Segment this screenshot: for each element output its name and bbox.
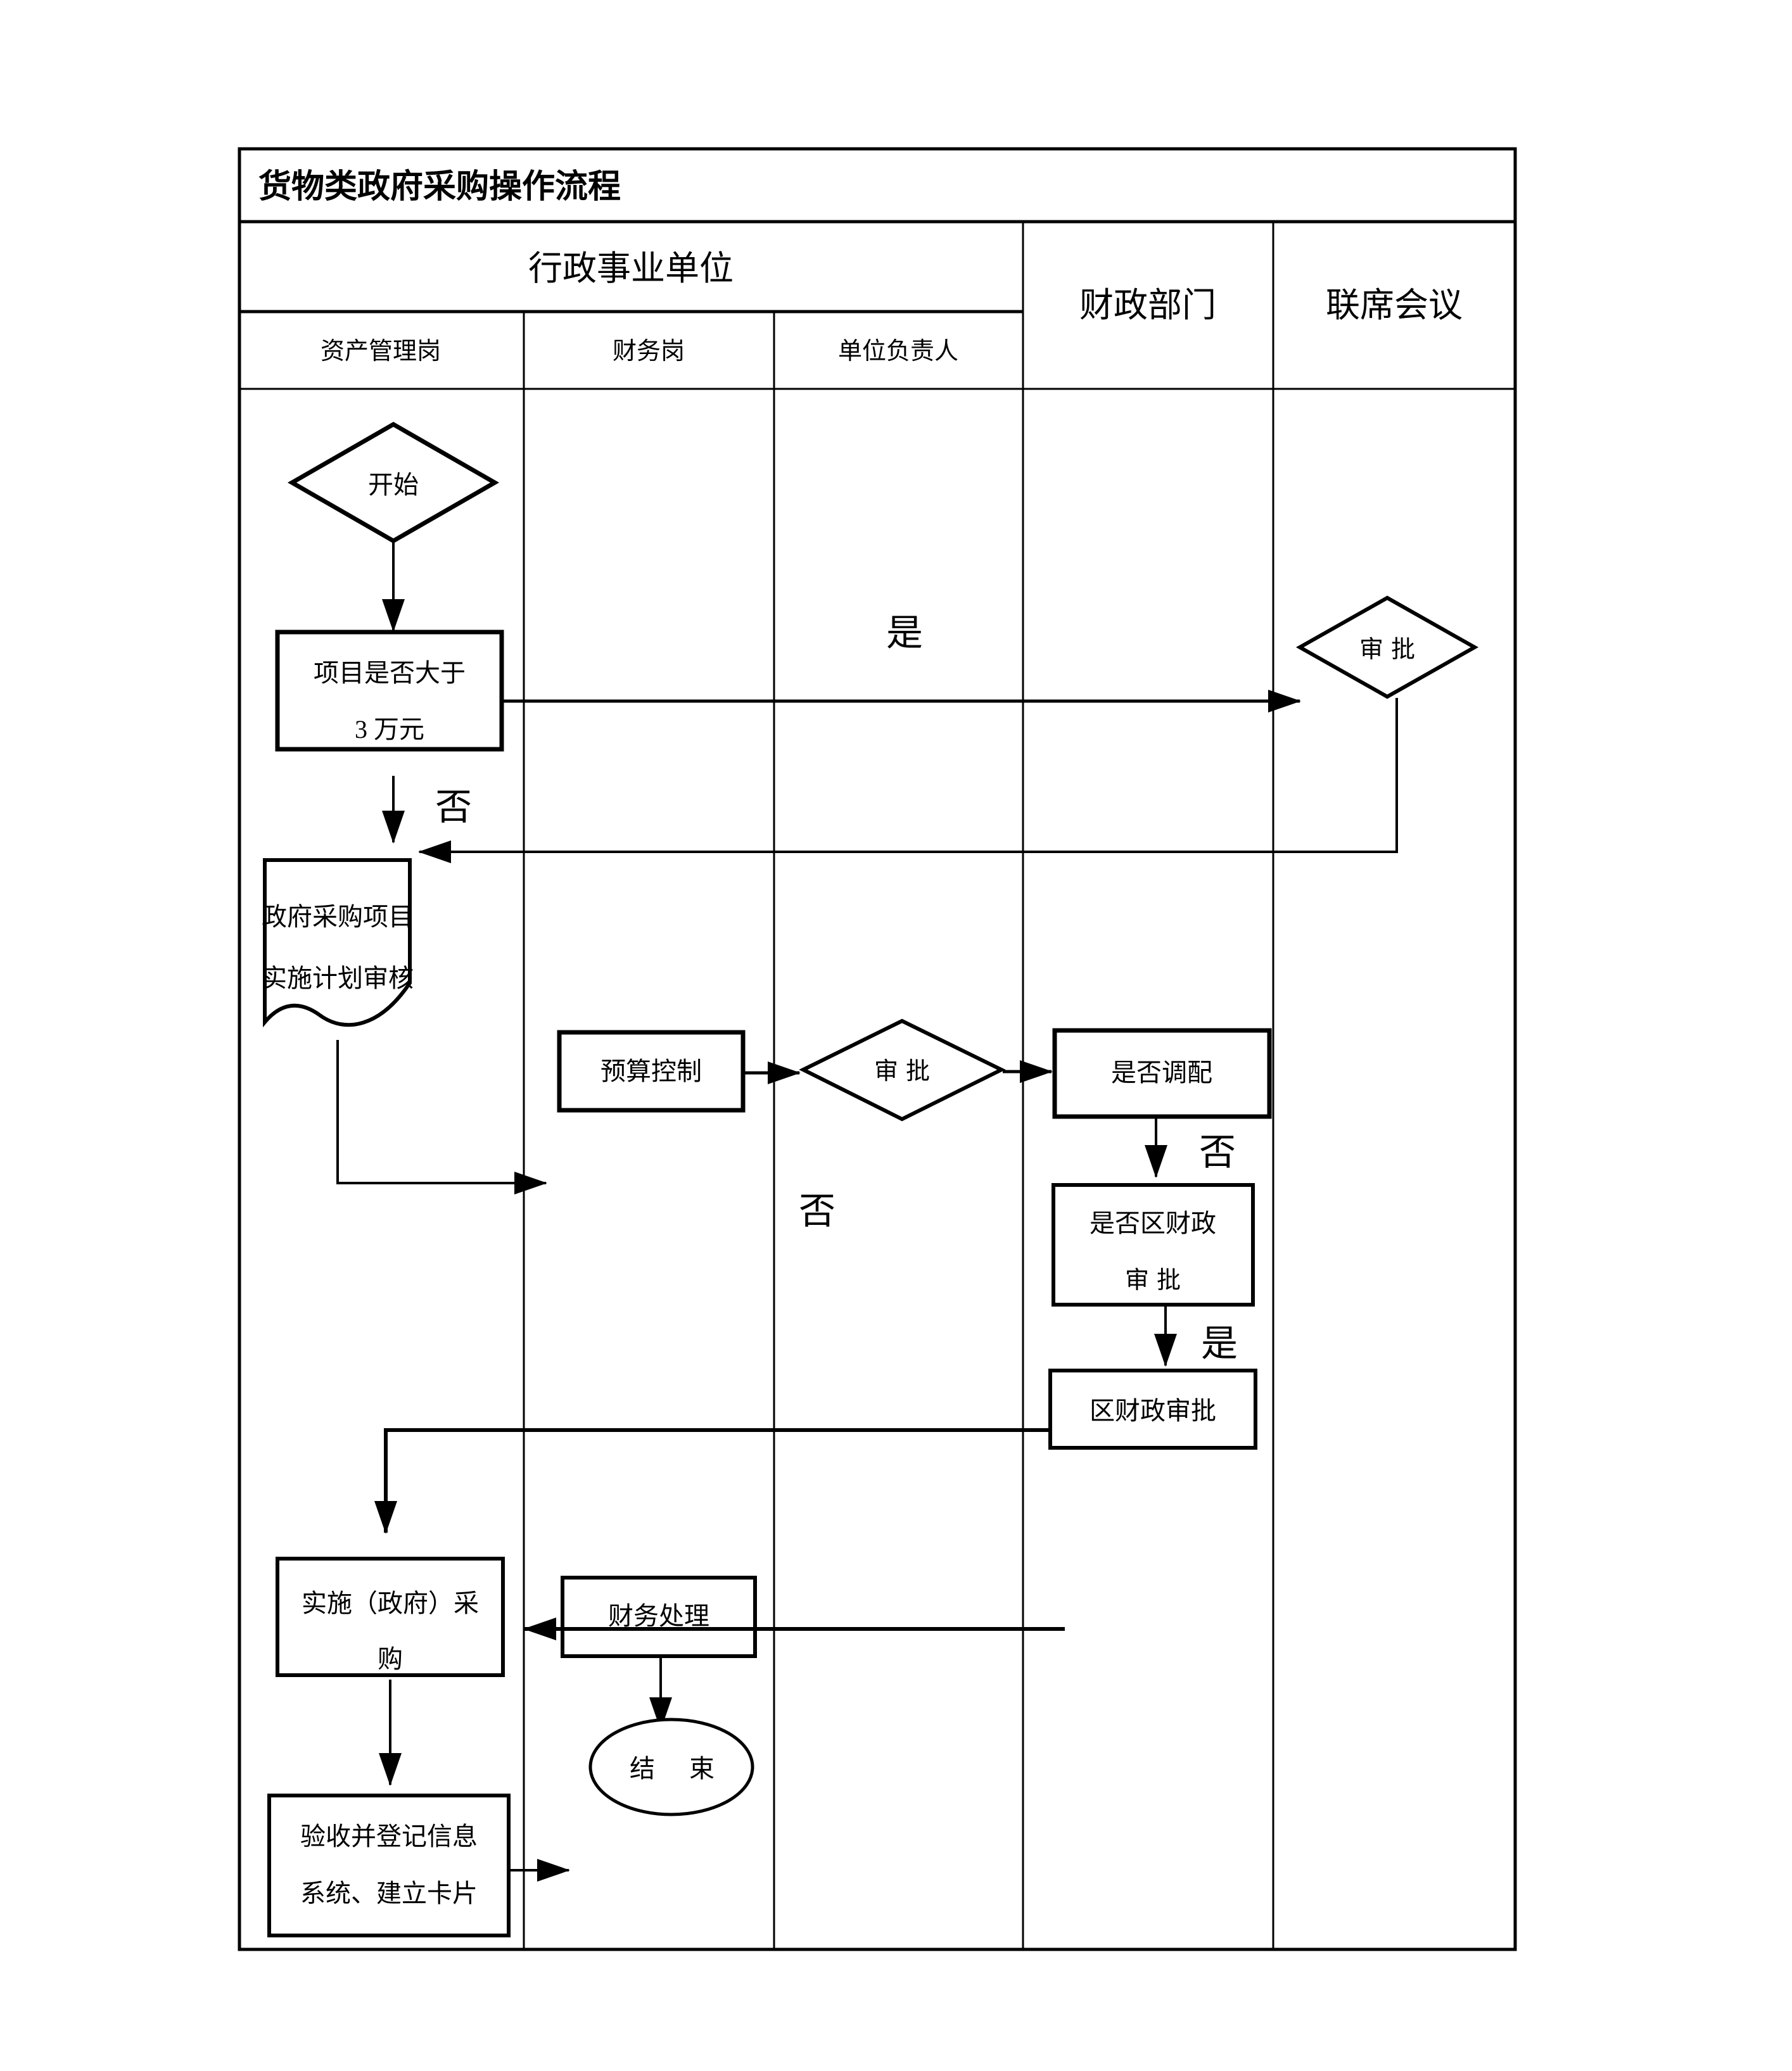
finance-process-box: [561, 1576, 757, 1658]
page-title: 货物类政府采购操作流程: [258, 169, 621, 205]
yes-label-district: 是: [1200, 1323, 1238, 1364]
header-admin-unit: 行政事业单位: [528, 250, 734, 288]
allocate-label: 是否调配: [1111, 1058, 1212, 1087]
accept-line2: 系统、建立卡片: [300, 1879, 478, 1908]
node-shapes: [263, 421, 1479, 1937]
amount-question-box: [275, 630, 504, 752]
implement-line1: 实施（政府）采: [302, 1589, 479, 1618]
end-label: 结 束: [630, 1754, 728, 1783]
header-finance-post: 财务岗: [612, 338, 685, 365]
implement-line2: 购: [378, 1645, 403, 1673]
plan-review-document: [263, 858, 412, 1028]
district-question-line1: 是否区财政: [1090, 1209, 1216, 1238]
unit-approve-diamond: [799, 1018, 1006, 1122]
district-approve-box: [1048, 1369, 1257, 1450]
header-finance-dept: 财政部门: [1079, 286, 1216, 324]
district-approve-label: 区财政审批: [1090, 1396, 1216, 1425]
accept-register-box: [267, 1794, 511, 1937]
document-line1: 政府采购项目: [262, 902, 414, 931]
accept-line1: 验收并登记信息: [300, 1822, 478, 1851]
no-label-allocate: 否: [1198, 1132, 1236, 1173]
table-outer-border: [238, 147, 1517, 1951]
joint-approve-diamond: [1295, 595, 1479, 699]
budget-control-label: 预算控制: [601, 1057, 702, 1086]
header-joint-meeting: 联席会议: [1326, 286, 1463, 324]
header-unit-head: 单位负责人: [837, 338, 959, 365]
line-district-to-implement: [374, 1428, 1050, 1534]
line-joint-approve-return: [418, 698, 1398, 863]
no-label-unit: 否: [798, 1191, 836, 1232]
start-diamond: [287, 421, 500, 544]
implement-box: [276, 1557, 505, 1677]
budget-control-box: [557, 1030, 746, 1113]
no-label-top: 否: [435, 787, 473, 828]
amount-question-line1: 项目是否大于: [314, 659, 466, 687]
joint-approve-label: 审批: [1359, 636, 1423, 663]
end-ellipse: [588, 1718, 754, 1816]
allocate-question-box: [1052, 1028, 1272, 1119]
unit-approve-label: 审批: [874, 1058, 938, 1085]
document-line2: 实施计划审核: [262, 964, 414, 992]
start-label: 开始: [368, 471, 419, 499]
amount-question-line2: 3 万元: [355, 715, 424, 744]
yes-label-top: 是: [886, 612, 924, 654]
table-grid: [238, 147, 1517, 1951]
header-asset-post: 资产管理岗: [320, 338, 442, 365]
district-question-box: [1052, 1183, 1255, 1307]
connectors: [336, 542, 1398, 1882]
line-document-to-finance-col: [336, 1040, 547, 1194]
district-question-line2: 审批: [1124, 1267, 1189, 1294]
finance-process-label: 财务处理: [608, 1602, 709, 1630]
